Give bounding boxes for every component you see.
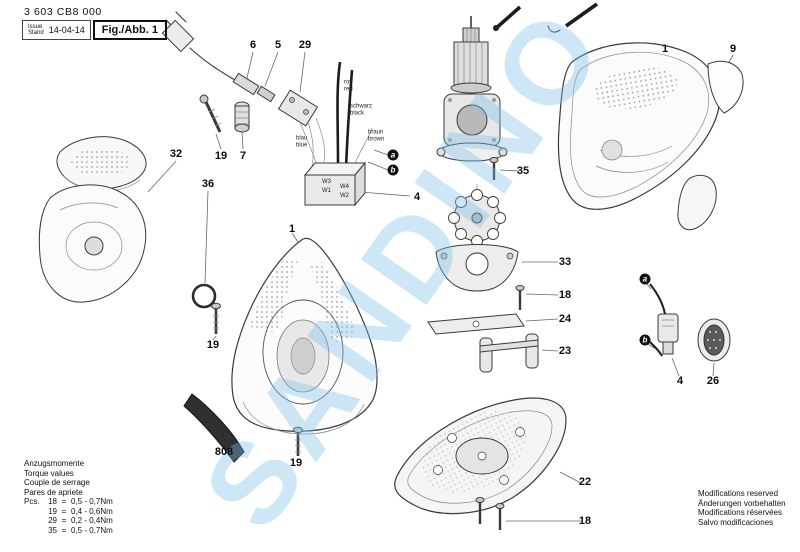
note-fr: Modifications réservées (698, 508, 783, 517)
plate-bracket-drawing (427, 313, 539, 373)
callout-19-left: 19 (206, 339, 220, 351)
issue-date: 14-04-14 (48, 25, 85, 35)
callout-6: 6 (249, 39, 257, 51)
o-ring-drawing (191, 283, 217, 309)
callout-808: 808 (214, 446, 234, 458)
torque-value: 0,2 - 0,4Nm (71, 516, 113, 525)
badge-a-switch: a (639, 273, 651, 285)
screw-and-pin-drawing (199, 94, 250, 133)
wire-brown-en: brown (368, 136, 385, 142)
torque-item: 29 (48, 516, 57, 525)
strip-screws-drawing (183, 302, 303, 463)
terminal-w1: W1 (322, 188, 331, 194)
wire-label-brown: braun brown (368, 130, 384, 143)
callout-19-top: 19 (214, 150, 228, 162)
power-cord-drawing (161, 11, 326, 167)
terminal-block-drawing (299, 61, 373, 207)
torque-value: 0,4 - 0,6Nm (71, 506, 113, 516)
callout-7: 7 (239, 150, 247, 162)
callout-4-right: 4 (676, 375, 684, 387)
wire-blue-de: blau (296, 135, 308, 142)
header-table: Issue Stand 14-04-14 Fig./Abb. 1 (22, 20, 167, 40)
wire-red-en: red (344, 86, 353, 92)
note-en: Modifications reserved (698, 489, 779, 498)
right-housing-drawing (557, 42, 744, 231)
callout-9: 9 (729, 43, 737, 55)
figure-label: Fig./Abb. 1 (92, 20, 167, 40)
torque-item: 18 (48, 497, 57, 506)
torque-row: 35 = 0,5 - 0,7Nm (24, 526, 113, 536)
callout-18-mid: 18 (558, 289, 572, 301)
terminal-w3: W3 (322, 179, 331, 185)
torque-eq: = (61, 497, 67, 506)
badge-b-switch: b (639, 334, 651, 346)
callout-18-bottom: 18 (578, 515, 592, 527)
callout-19-bottom: 19 (289, 457, 303, 469)
callout-1-right: 1 (661, 43, 669, 55)
callout-26: 26 (706, 375, 720, 387)
callout-32: 32 (169, 148, 183, 160)
callout-23: 23 (558, 345, 572, 357)
callout-4-terminal: 4 (413, 191, 421, 203)
torque-title-en: Torque values (24, 468, 74, 478)
callout-33: 33 (558, 256, 572, 268)
part-number: 3 603 CB8 000 (24, 6, 102, 18)
note-es: Salvo modificaciones (698, 517, 774, 527)
callout-1-main: 1 (288, 223, 296, 235)
issue-labels: Issue Stand (28, 24, 44, 37)
callout-36: 36 (201, 178, 215, 190)
main-housing-drawing (231, 237, 378, 435)
torque-table: Anzugsmomente Torque values Couple de se… (24, 459, 113, 535)
wire-black-en: black (350, 110, 365, 116)
torque-item: 35 (48, 525, 57, 535)
base-plate-drawing (394, 397, 567, 530)
badge-a-terminal: a (387, 149, 399, 161)
wire-blue-en: blue (296, 142, 308, 148)
wire-label-black: schwarz black (350, 104, 372, 117)
torque-row: 29 = 0,2 - 0,4Nm (24, 516, 113, 526)
wire-label-blue: blau blue (296, 136, 307, 149)
note-de: Änderungen vorbehalten (698, 498, 786, 508)
torque-pcs-prefix: Pcs. (24, 497, 40, 506)
modifications-note: Modifications reserved Änderungen vorbeh… (698, 489, 786, 527)
torque-value: 0,5 - 0,7Nm (71, 497, 113, 506)
callout-29: 29 (298, 39, 312, 51)
terminal-w2: W2 (340, 193, 349, 199)
badge-b-terminal: b (387, 164, 399, 176)
issue-label-en: Issue (28, 23, 43, 30)
wire-brown-de: braun (368, 129, 384, 136)
torque-row: 19 = 0,4 - 0,6Nm (24, 507, 113, 517)
torque-value: 0,5 - 0,7Nm (71, 525, 113, 535)
issue-label-de: Stand (28, 30, 44, 36)
torque-row: Pcs. 18 = 0,5 - 0,7Nm (24, 497, 113, 507)
callout-5: 5 (274, 39, 282, 51)
fan-flange-drawing (435, 189, 525, 310)
callout-24: 24 (558, 313, 572, 325)
issue-cell: Issue Stand 14-04-14 (22, 20, 91, 40)
wire-label-red: rot red (344, 80, 353, 93)
wire-black-de: schwarz (350, 103, 373, 110)
left-housing-drawing (38, 136, 147, 303)
switch-grille-drawing (649, 283, 731, 362)
wire-red-de: rot (344, 79, 352, 86)
torque-item: 19 (48, 506, 57, 516)
torque-eq: = (61, 525, 67, 535)
torque-eq: = (61, 506, 67, 516)
torque-title-fr: Couple de serrage (24, 478, 90, 487)
motor-drawing (436, 2, 599, 193)
torque-title-de: Anzugsmomente (24, 459, 85, 468)
callout-22: 22 (578, 476, 592, 488)
callout-35: 35 (516, 165, 530, 177)
terminal-w4: W4 (340, 184, 349, 190)
torque-title-es: Pares de apriete (24, 487, 83, 497)
torque-eq: = (61, 516, 67, 525)
